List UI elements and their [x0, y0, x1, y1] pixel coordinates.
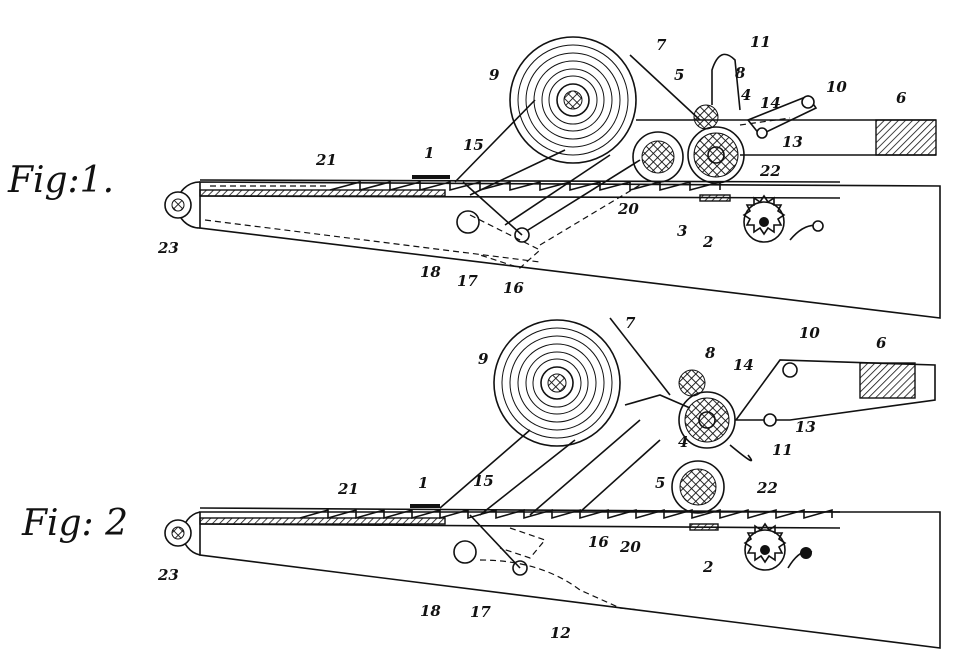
fig1-ref-10: 10: [826, 78, 847, 96]
fig1-ref-14: 14: [760, 94, 781, 112]
figure-1-label: Fig:1.: [7, 160, 114, 201]
fig2-ref-18: 18: [420, 602, 441, 620]
fig2-ref-4: 4: [678, 433, 688, 451]
fig2-ref-7: 7: [625, 314, 636, 332]
fig1-ref-15: 15: [463, 136, 484, 154]
fig2-ref-20: 20: [619, 538, 641, 556]
fig1-ref-11: 11: [750, 33, 771, 51]
fig2-ref-10: 10: [799, 324, 820, 342]
fig2-ref-11: 11: [772, 441, 793, 459]
fig1-ref-18: 18: [420, 263, 441, 281]
fig2-ref-14: 14: [733, 356, 754, 374]
fig1-ref-21: 21: [315, 151, 337, 169]
fig1-sprocket: [742, 194, 824, 243]
figure-2: Fig: 2: [21, 314, 941, 649]
fig2-paper-roll: [439, 319, 691, 516]
fig1-ref-23: 23: [157, 239, 179, 257]
fig2-sprocket: [743, 522, 813, 571]
fig1-ref-17: 17: [457, 272, 478, 290]
fig1-ref-3: 3: [677, 222, 687, 240]
fig1-rollers: [629, 53, 937, 184]
fig2-ref-9: 9: [478, 350, 489, 368]
fig1-ref-8: 8: [735, 64, 746, 82]
fig2-ref-6: 6: [876, 334, 887, 352]
figure-2-label: Fig: 2: [21, 503, 128, 544]
fig1-ref-4: 4: [741, 86, 751, 104]
fig1-ref-5: 5: [674, 66, 684, 84]
fig1-paper-roll: [454, 36, 641, 236]
fig2-ref-15: 15: [473, 472, 494, 490]
fig2-rollers: [609, 317, 936, 514]
fig2-ref-17: 17: [470, 603, 491, 621]
fig1-frame: [164, 181, 941, 319]
fig2-ref-1: 1: [418, 474, 428, 492]
fig2-ref-21: 21: [337, 480, 359, 498]
fig1-ref-7: 7: [656, 36, 667, 54]
fig1-ref-16: 16: [503, 279, 524, 297]
fig1-ref-20: 20: [617, 200, 639, 218]
fig2-ratchet-bar: [199, 504, 841, 531]
figure-1: Fig:1.: [7, 33, 941, 319]
fig1-ref-2: 2: [702, 233, 713, 251]
fig2-ref-13: 13: [795, 418, 816, 436]
fig2-ref-22: 22: [756, 479, 778, 497]
fig1-ref-13: 13: [782, 133, 803, 151]
fig1-ratchet-bar: [199, 175, 841, 202]
fig2-ref-16: 16: [588, 533, 609, 551]
fig2-ref-23: 23: [157, 566, 179, 584]
fig1-ref-9: 9: [489, 66, 500, 84]
fig1-ref-22: 22: [759, 162, 781, 180]
fig1-ref-1: 1: [424, 144, 434, 162]
fig1-ref-6: 6: [896, 89, 907, 107]
fig2-ref-5: 5: [655, 474, 665, 492]
fig2-lever: [453, 514, 641, 611]
fig2-ref-12: 12: [550, 624, 571, 642]
fig1-lever: [204, 181, 641, 269]
fig2-ref-2: 2: [702, 558, 713, 576]
fig2-ref-8: 8: [705, 344, 716, 362]
